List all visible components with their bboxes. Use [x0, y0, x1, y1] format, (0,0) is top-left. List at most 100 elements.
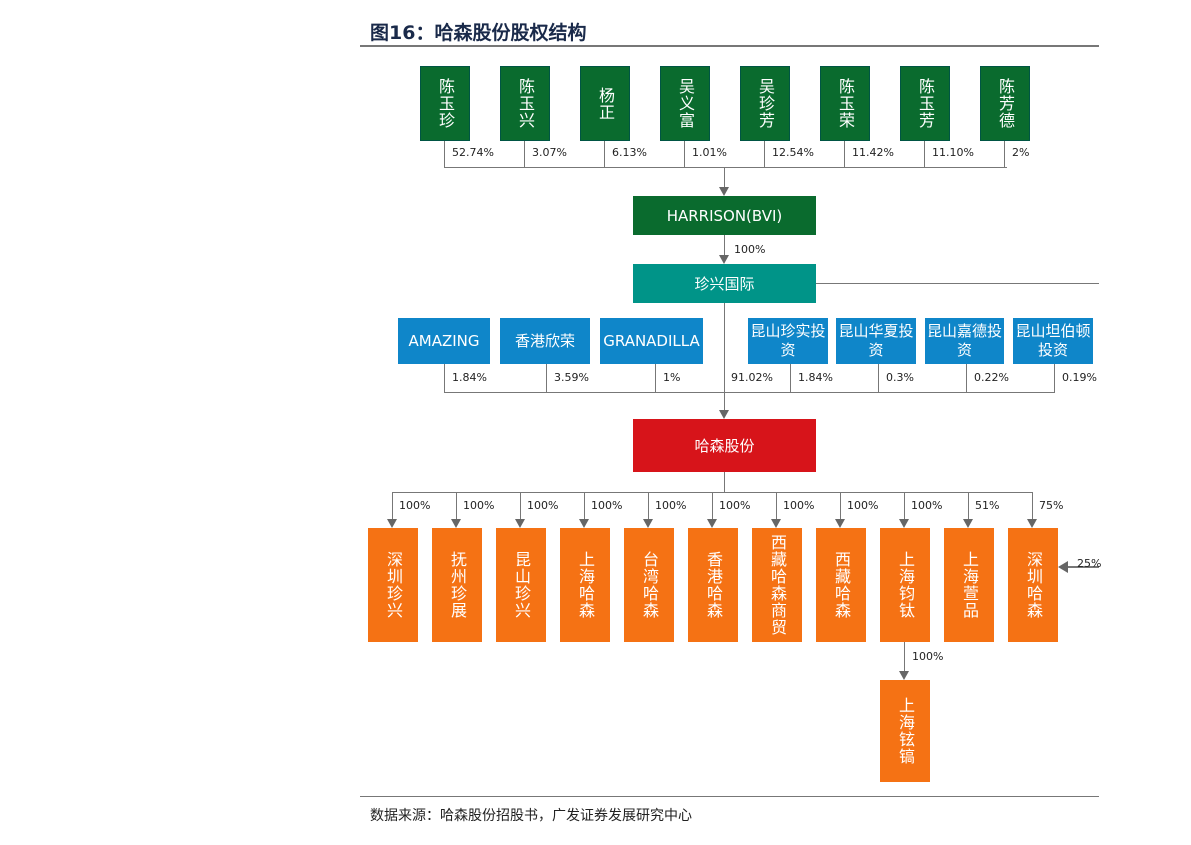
subsidiary-pct: 100% — [591, 499, 623, 512]
subsidiary-box-label: 深圳珍兴 — [384, 551, 403, 619]
shareholder-box-label: 陈芳德 — [996, 78, 1015, 129]
sub-child-box-label: 上海铉镐 — [896, 697, 915, 765]
arrow-down-icon — [835, 519, 845, 528]
shareholder-pct: 11.42% — [852, 146, 894, 159]
subsidiary-box: 香港哈森 — [688, 528, 738, 642]
subsidiary-pct: 100% — [463, 499, 495, 512]
connector-line — [392, 492, 393, 520]
investor-pct: 0.22% — [974, 371, 1009, 384]
connector-line — [724, 472, 725, 492]
subsidiary-pct: 100% — [719, 499, 751, 512]
shareholder-pct: 3.07% — [532, 146, 567, 159]
investor-box-label: AMAZING — [408, 331, 480, 350]
subsidiary-box: 深圳哈森 — [1008, 528, 1058, 642]
arrow-down-icon — [963, 519, 973, 528]
footer-rule — [360, 796, 1099, 797]
investor-pct: 0.19% — [1062, 371, 1097, 384]
investor-box-label: GRANADILLA — [603, 331, 700, 350]
figure-title: 图16：哈森股份股权结构 — [370, 22, 587, 44]
subsidiary-box: 抚州珍展 — [432, 528, 482, 642]
shareholder-box-label: 吴义富 — [676, 78, 695, 129]
investor-pct: 3.59% — [554, 371, 589, 384]
shareholder-pct: 11.10% — [932, 146, 974, 159]
connector-line — [524, 141, 525, 168]
arrow-down-icon — [899, 519, 909, 528]
investor-box: GRANADILLA — [600, 318, 703, 364]
subsidiary-pct: 100% — [847, 499, 879, 512]
harrison-box-label: HARRISON(BVI) — [666, 206, 783, 225]
subsidiary-box-label: 台湾哈森 — [640, 551, 659, 619]
title-rule — [360, 45, 1099, 47]
subsidiary-box-label: 香港哈森 — [704, 551, 723, 619]
investor-pct: 1.84% — [798, 371, 833, 384]
investor-box-label: 昆山珍实投资 — [750, 322, 826, 359]
connector-line — [444, 392, 1055, 393]
shareholder-box: 陈芳德 — [980, 66, 1030, 141]
shareholder-box-label: 陈玉芳 — [916, 78, 935, 129]
connector-line — [684, 141, 685, 168]
connector-line — [584, 492, 585, 520]
connector-line — [966, 364, 967, 392]
connector-line — [844, 141, 845, 168]
shareholder-box-label: 陈玉兴 — [516, 78, 535, 129]
investor-box-label: 昆山坦伯顿投资 — [1015, 322, 1091, 359]
shareholder-box: 吴义富 — [660, 66, 710, 141]
subsidiary-box: 台湾哈森 — [624, 528, 674, 642]
connector-line — [968, 492, 969, 520]
connector-line — [1054, 364, 1055, 392]
shareholder-pct: 52.74% — [452, 146, 494, 159]
connector-line — [1066, 566, 1099, 568]
investor-box-label: 昆山嘉德投资 — [926, 322, 1002, 359]
company-box: 哈森股份 — [633, 419, 816, 472]
sub-child-pct: 100% — [912, 650, 944, 663]
connector-line — [1032, 492, 1033, 520]
shareholder-box: 陈玉珍 — [420, 66, 470, 141]
subsidiary-box-label: 上海萱品 — [960, 551, 979, 619]
investor-pct: 1% — [663, 371, 681, 384]
connector-line — [456, 492, 457, 520]
arrow-down-icon — [771, 519, 781, 528]
subsidiary-box: 西藏哈森商贸 — [752, 528, 802, 642]
subsidiary-pct: 51% — [975, 499, 1000, 512]
connector-line — [520, 492, 521, 520]
arrow-down-icon — [1027, 519, 1037, 528]
subsidiary-box-label: 深圳哈森 — [1024, 551, 1043, 619]
subsidiary-box: 西藏哈森 — [816, 528, 866, 642]
subsidiary-pct: 100% — [527, 499, 559, 512]
subsidiary-box-label: 昆山珍兴 — [512, 551, 531, 619]
connector-line — [648, 492, 649, 520]
shareholder-box: 陈玉荣 — [820, 66, 870, 141]
connector-line — [776, 492, 777, 520]
investor-pct: 1.84% — [452, 371, 487, 384]
subsidiary-pct: 100% — [655, 499, 687, 512]
shareholder-pct: 1.01% — [692, 146, 727, 159]
arrow-down-icon — [387, 519, 397, 528]
subsidiary-box: 深圳珍兴 — [368, 528, 418, 642]
shareholder-pct: 12.54% — [772, 146, 814, 159]
connector-line — [1004, 141, 1005, 168]
connector-line — [724, 235, 725, 255]
arrow-down-icon — [719, 187, 729, 196]
arrow-down-icon — [643, 519, 653, 528]
zhenxing-pct: 91.02% — [731, 371, 773, 384]
arrow-down-icon — [719, 255, 729, 264]
arrow-down-icon — [451, 519, 461, 528]
subsidiary-box-label: 西藏哈森商贸 — [768, 534, 787, 636]
shareholder-box: 陈玉兴 — [500, 66, 550, 141]
investor-box: AMAZING — [398, 318, 490, 364]
arrow-down-icon — [515, 519, 525, 528]
source-note: 数据来源：哈森股份招股书，广发证券发展研究中心 — [370, 808, 692, 824]
subsidiary-box-label: 上海钧钛 — [896, 551, 915, 619]
subsidiary-pct: 100% — [399, 499, 431, 512]
connector-line — [604, 141, 605, 168]
shareholder-pct: 2% — [1012, 146, 1030, 159]
investor-pct: 0.3% — [886, 371, 914, 384]
subsidiary-box: 上海钧钛 — [880, 528, 930, 642]
subsidiary-pct: 100% — [911, 499, 943, 512]
shareholder-box-label: 杨正 — [596, 86, 615, 121]
shareholder-pct: 6.13% — [612, 146, 647, 159]
subsidiary-box: 上海哈森 — [560, 528, 610, 642]
zhenxing-box-label: 珍兴国际 — [694, 275, 755, 293]
investor-box-label: 香港欣荣 — [514, 331, 575, 350]
connector-line — [724, 167, 725, 187]
